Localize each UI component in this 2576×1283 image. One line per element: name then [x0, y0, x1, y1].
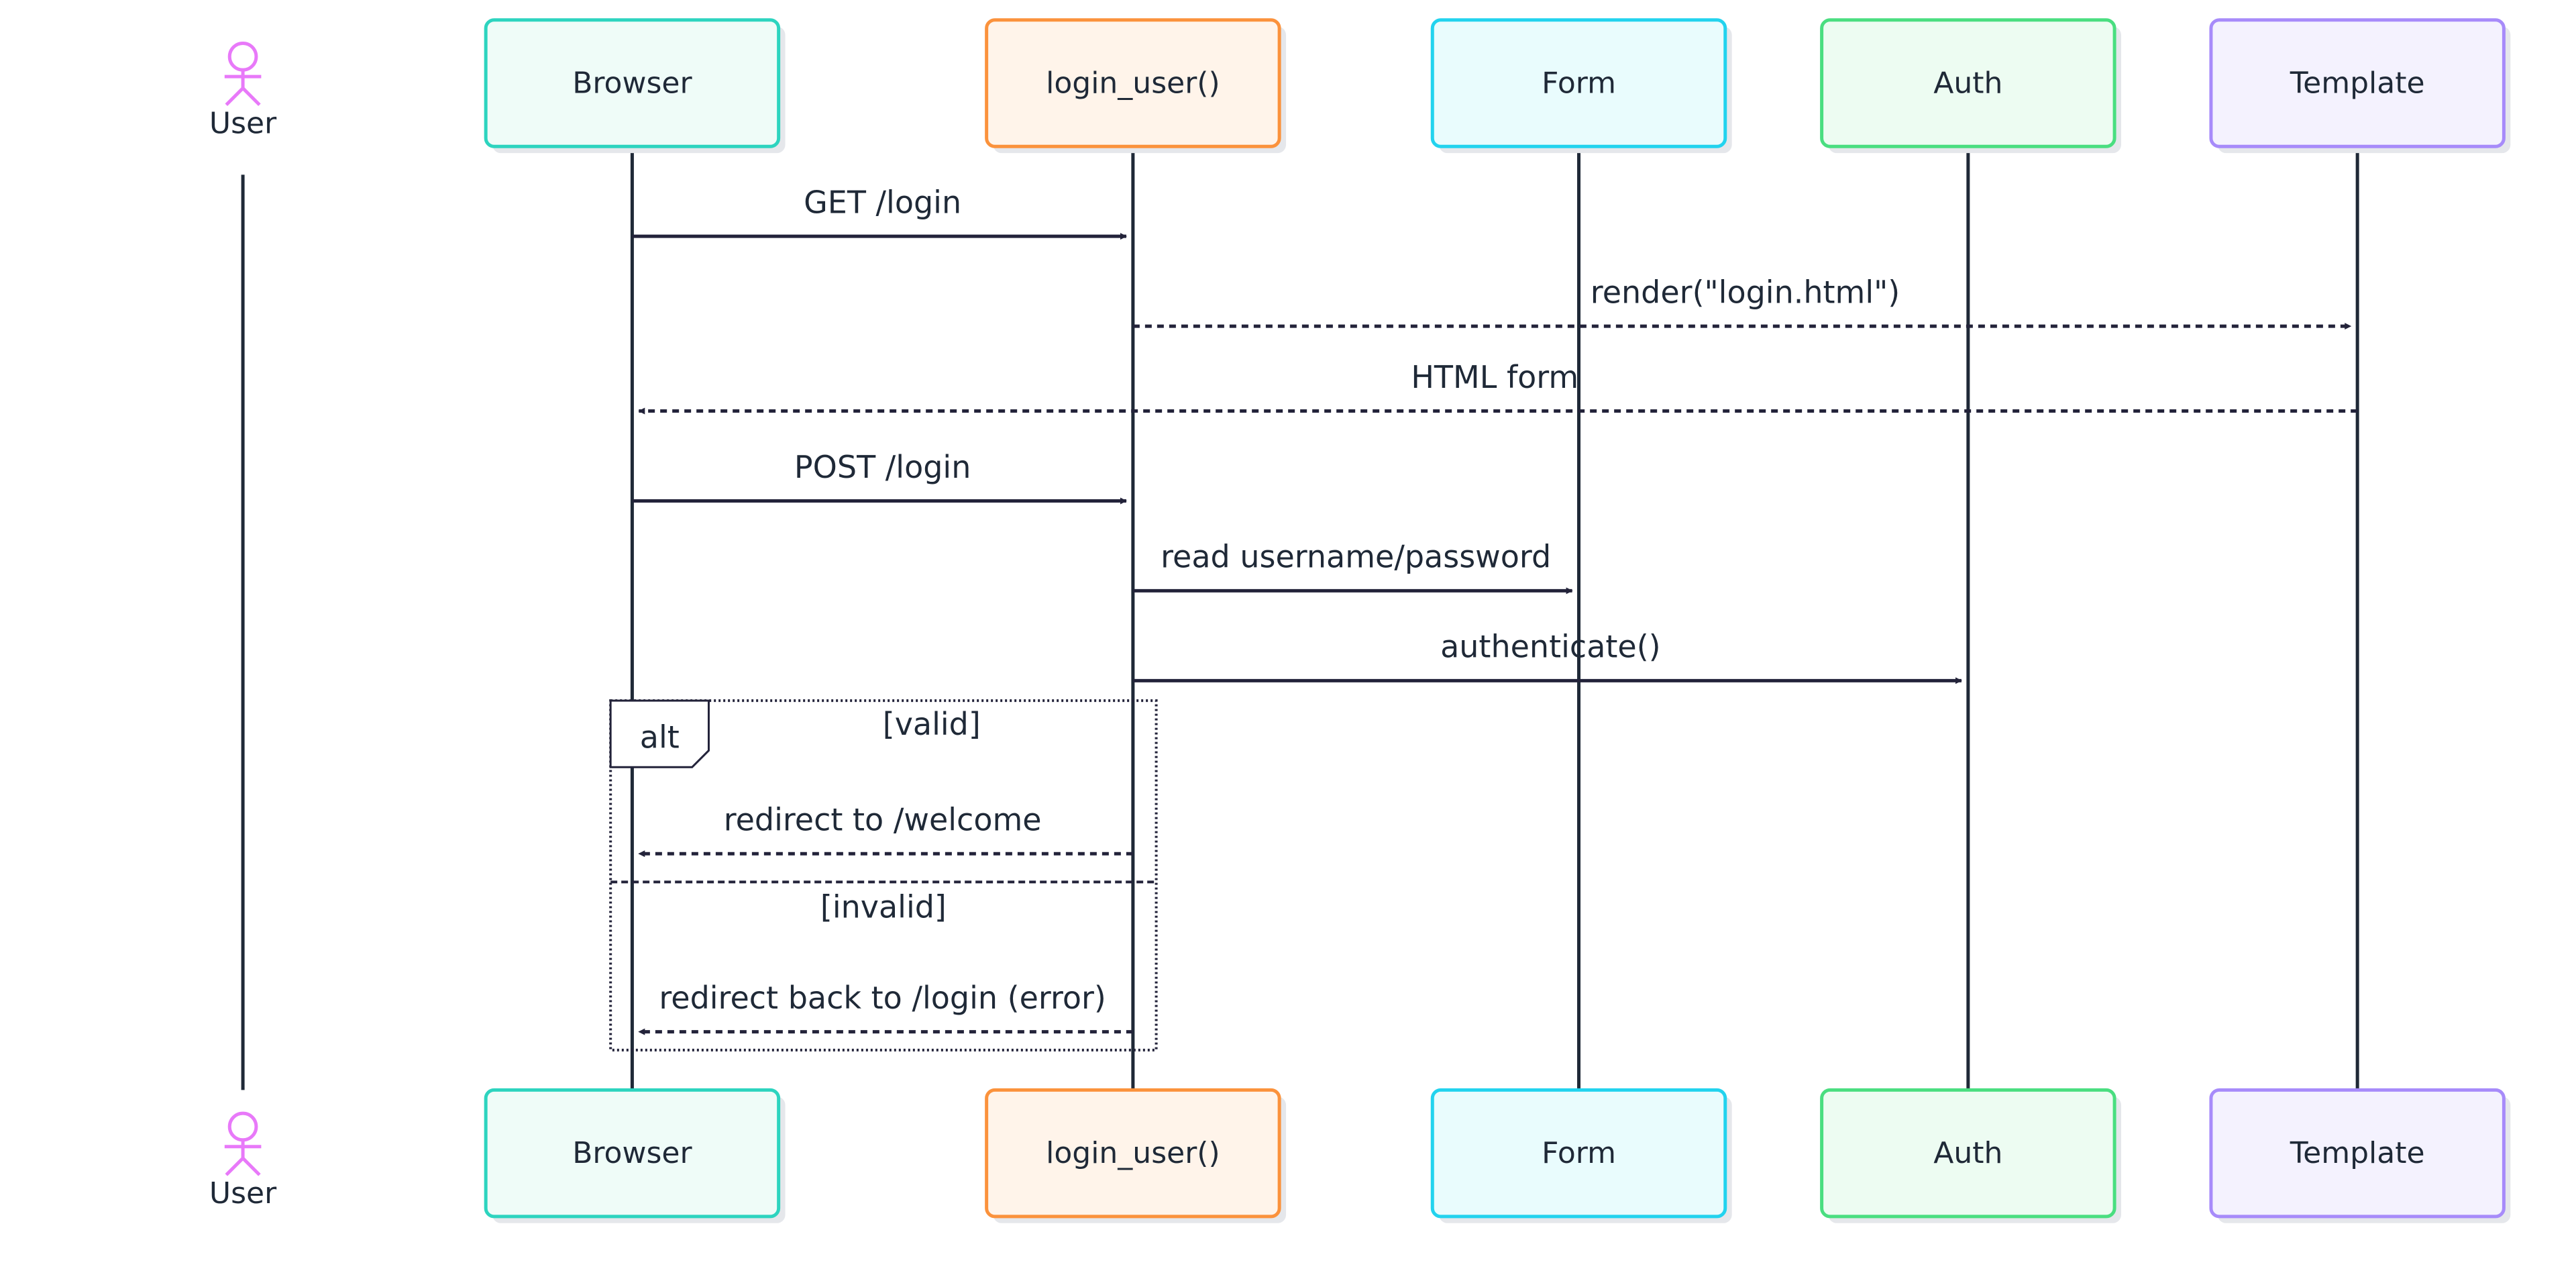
participant-box: [1820, 18, 2116, 148]
participant-box: [985, 1088, 1281, 1219]
participant-label: login_user(): [1046, 1136, 1220, 1170]
actor-label: User: [209, 106, 277, 140]
participant-top-auth: Auth: [1820, 18, 2121, 154]
message-label: authenticate(): [1440, 629, 1661, 665]
participant-box: [2209, 1088, 2506, 1219]
participant-label: Browser: [572, 66, 692, 101]
alt-frame-tag-label: alt: [640, 719, 680, 756]
participant-top-form: Form: [1430, 18, 1732, 154]
message-1: GET /login: [632, 184, 1127, 240]
actor-bottom-user: User: [209, 1111, 277, 1211]
alt-frame: alt [valid] [invalid]: [609, 699, 1158, 1051]
participant-top-login_user: login_user(): [985, 18, 1287, 154]
actor-label: User: [209, 1176, 277, 1211]
message-2: render("login.html"): [1132, 274, 2352, 330]
participant-box: [1820, 1088, 2116, 1219]
actor-top-user: User: [209, 41, 277, 140]
message-label: redirect back to /login (error): [659, 980, 1106, 1016]
message-8: redirect back to /login (error): [638, 980, 1133, 1035]
participant-box: [2209, 18, 2506, 148]
participant-top-template: Template: [2209, 18, 2511, 154]
participant-label: Auth: [1933, 1136, 2002, 1170]
participant-box: [1430, 1088, 1727, 1219]
participant-label: Auth: [1933, 66, 2002, 101]
participant-box: [484, 18, 781, 148]
message-label: GET /login: [804, 184, 961, 220]
user-icon: [224, 1111, 262, 1176]
participant-label: login_user(): [1046, 66, 1220, 101]
message-3: HTML form: [638, 359, 2358, 415]
participant-bottom-browser: Browser: [484, 1088, 786, 1223]
message-7: redirect to /welcome: [638, 802, 1133, 858]
alt-frame-border: [609, 699, 1158, 1051]
message-label: redirect to /welcome: [724, 802, 1042, 838]
participant-label: Template: [2290, 66, 2425, 101]
participant-box: [985, 18, 1281, 148]
alt-condition-invalid: [invalid]: [820, 889, 947, 925]
message-4: POST /login: [632, 449, 1127, 505]
message-label: render("login.html"): [1591, 274, 1900, 310]
participant-label: Browser: [572, 1136, 692, 1170]
participant-box: [484, 1088, 781, 1219]
participant-label: Form: [1542, 66, 1616, 101]
participant-box: [1430, 18, 1727, 148]
message-label: read username/password: [1161, 539, 1551, 575]
alt-condition-valid: [valid]: [883, 706, 981, 742]
participant-bottom-form: Form: [1430, 1088, 1732, 1223]
participant-bottom-login_user: login_user(): [985, 1088, 1287, 1223]
message-6: authenticate(): [1132, 629, 1962, 684]
alt-frame-tag: [609, 699, 710, 768]
participant-bottom-template: Template: [2209, 1088, 2511, 1223]
message-label: HTML form: [1411, 359, 1578, 395]
participant-label: Template: [2290, 1136, 2425, 1170]
message-label: POST /login: [794, 449, 971, 485]
participant-bottom-auth: Auth: [1820, 1088, 2121, 1223]
participant-top-browser: Browser: [484, 18, 786, 154]
user-icon: [224, 41, 262, 107]
participant-label: Form: [1542, 1136, 1616, 1170]
message-5: read username/password: [1132, 539, 1573, 595]
